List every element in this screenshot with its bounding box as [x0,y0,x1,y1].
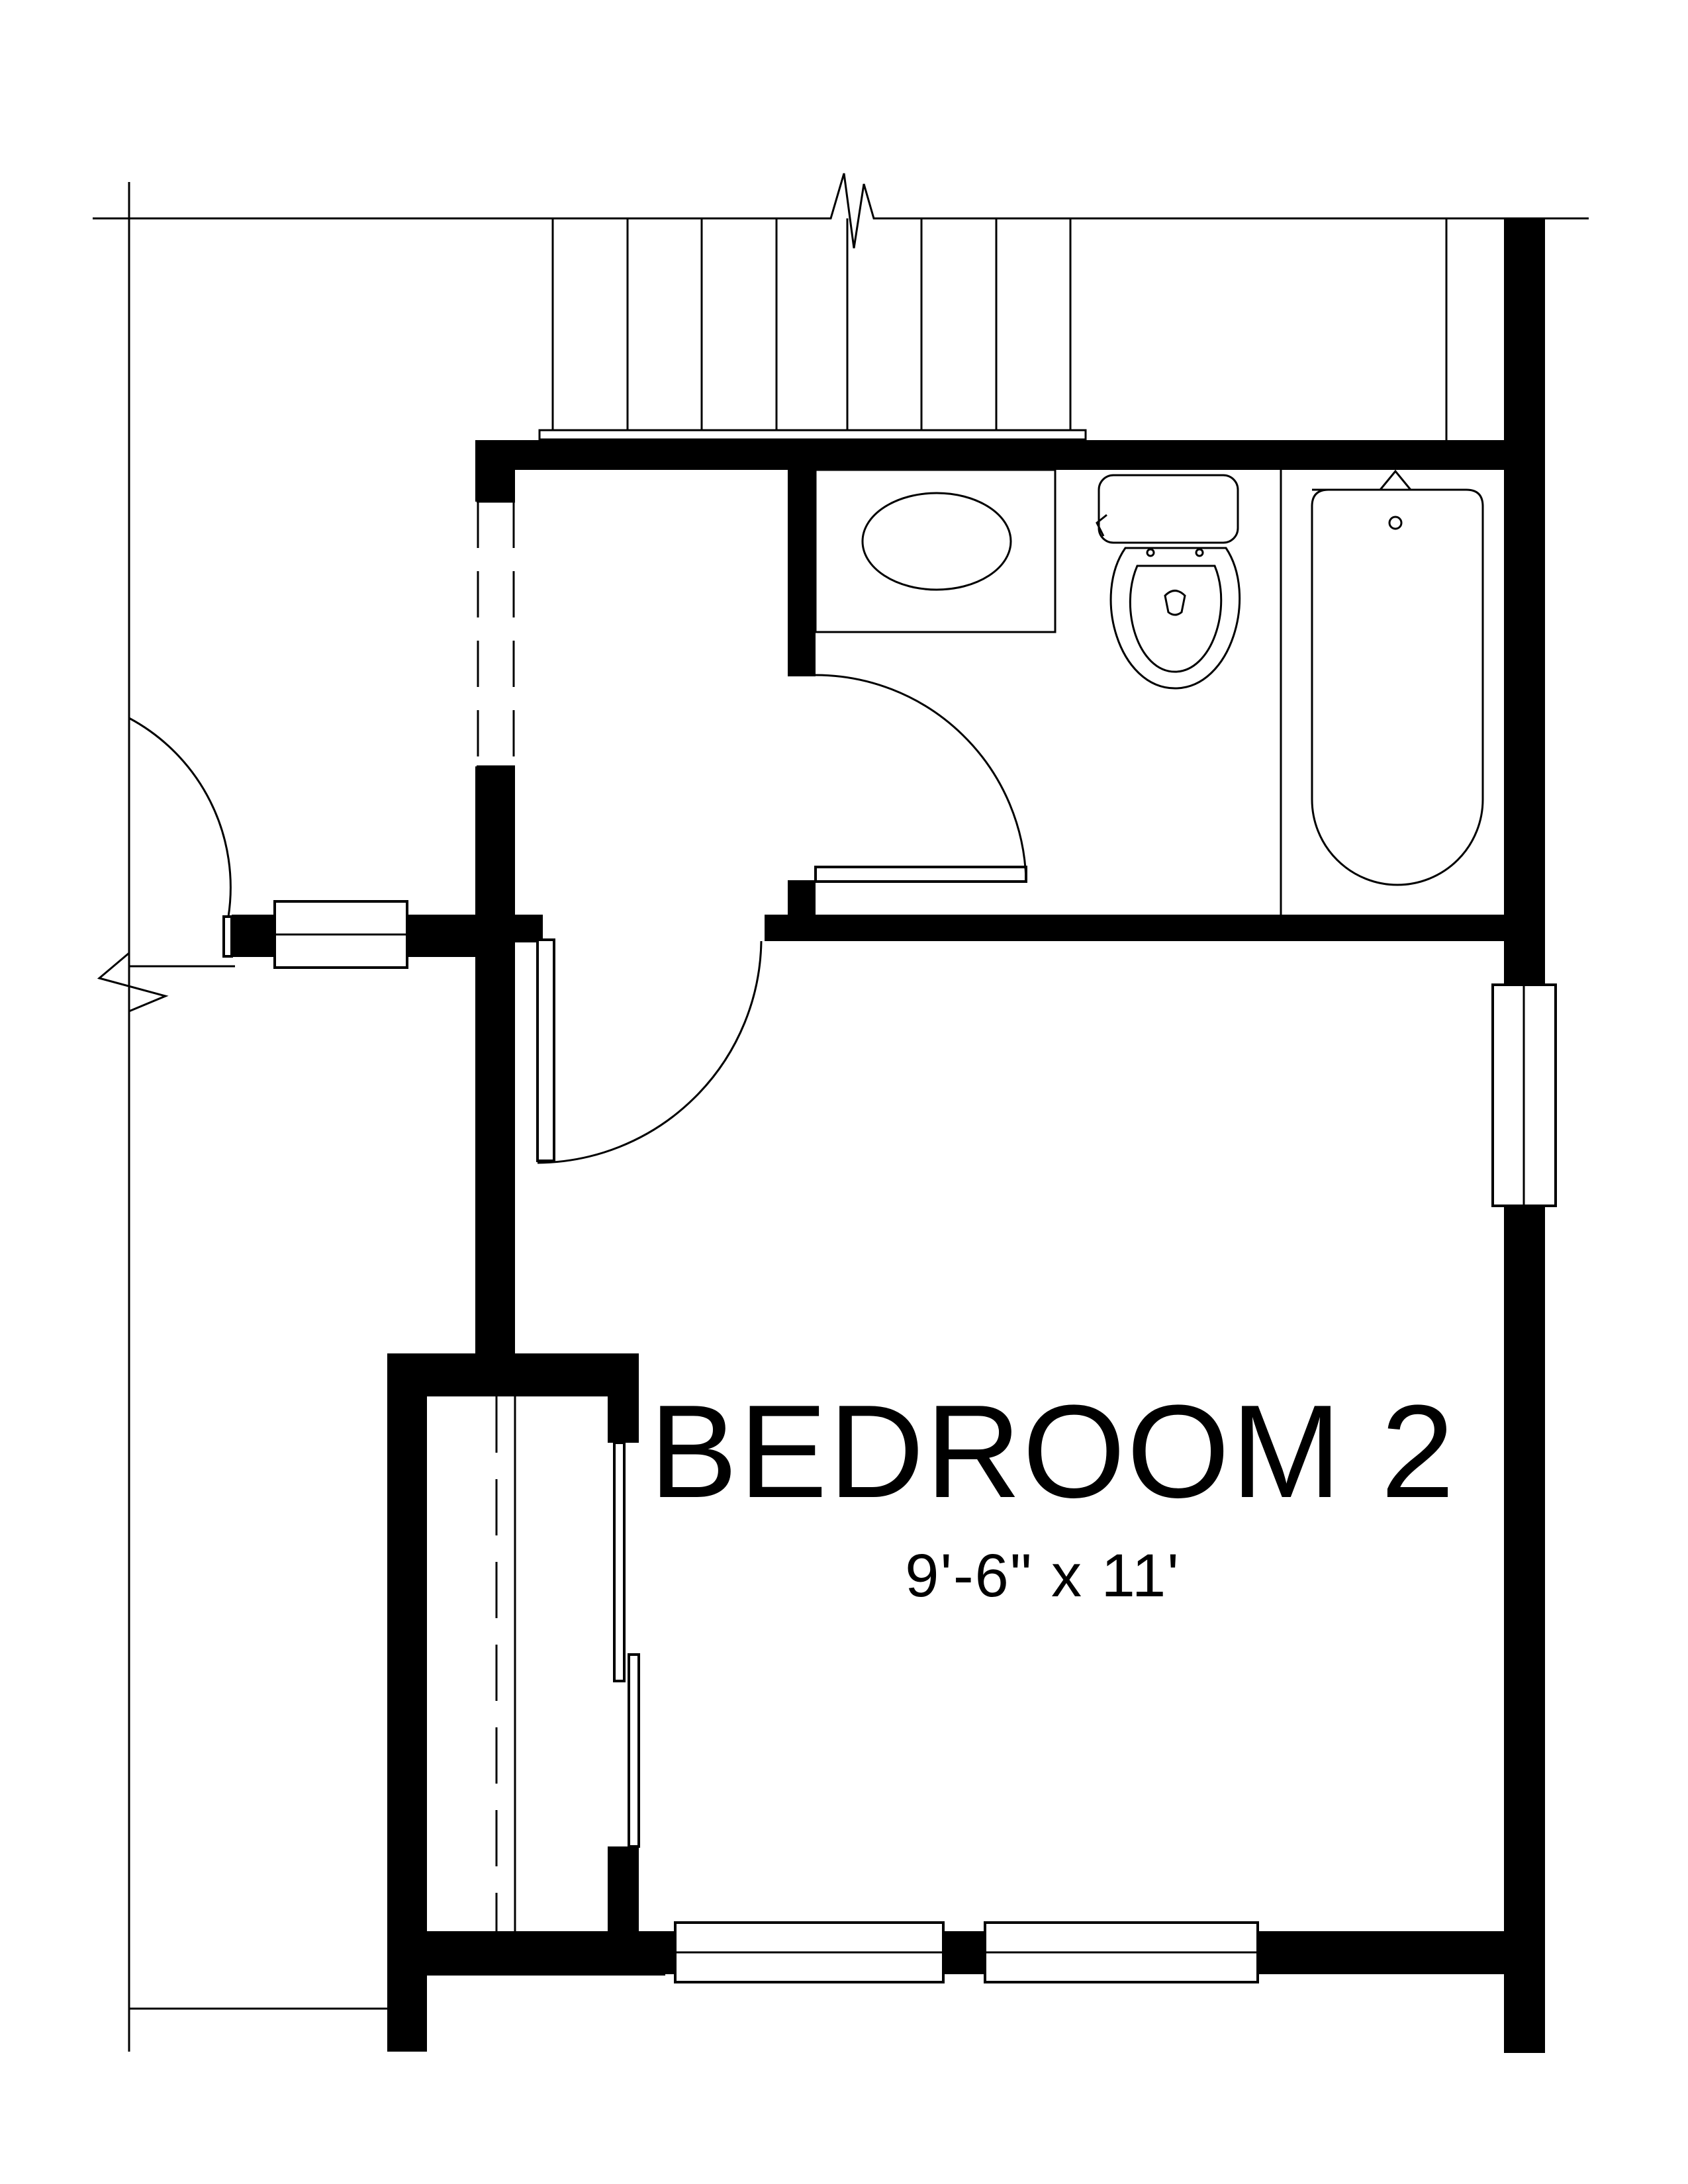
room-name: BEDROOM 2 [649,1378,1456,1525]
room-dimensions: 9'-6" x 11' [905,1542,1180,1610]
room-labels: BEDROOM 2 9'-6" x 11' [649,1378,1456,1610]
hall-opening [477,500,515,768]
doors [128,674,1027,1848]
stair-treads [538,218,1448,441]
closet-shelf [495,1396,516,1931]
sink-icon [861,492,1012,591]
bathtub-icon [1280,469,1484,915]
walls [232,218,1545,2053]
windows [273,900,1557,1983]
toilet-icon [1096,474,1241,690]
bath-fixtures [814,469,1484,915]
context-lines [93,173,1589,2052]
